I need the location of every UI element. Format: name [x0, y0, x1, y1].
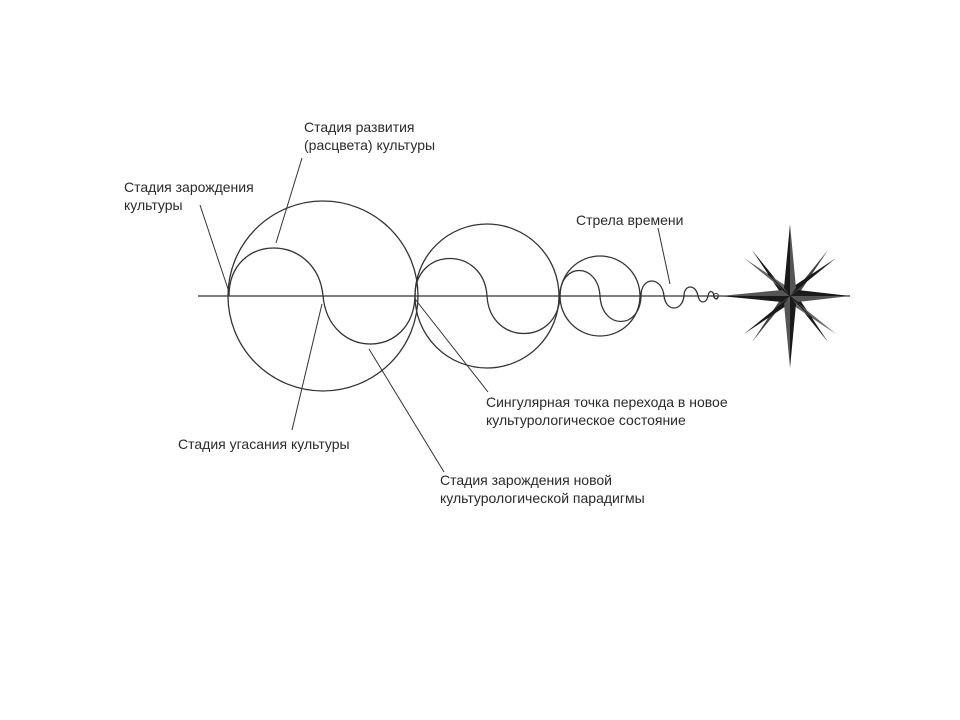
label-origin-stage: Стадия зарождения культуры — [124, 179, 254, 213]
label-flourish-stage: Стадия развития (расцвета) культуры — [304, 119, 436, 153]
leader-arrow-of-time — [657, 227, 671, 285]
cycle-circle-1 — [227, 200, 419, 392]
label-singular-point: Сингулярная точка перехода в новое культ… — [486, 394, 728, 428]
leader-origin — [199, 204, 230, 293]
leader-flourish — [275, 157, 303, 244]
culture-wave-path — [228, 247, 719, 345]
label-decline-stage: Стадия угасания культуры — [178, 436, 350, 452]
leader-singular-point — [414, 298, 489, 393]
leader-new-paradigm — [368, 348, 445, 473]
label-new-paradigm-stage: Стадия зарождения новой культурологическ… — [440, 472, 645, 506]
wave-end-point — [713, 293, 719, 299]
compass-star-icon — [720, 224, 850, 368]
leader-decline — [291, 303, 323, 431]
label-arrow-of-time: Стрела времени — [576, 212, 684, 228]
